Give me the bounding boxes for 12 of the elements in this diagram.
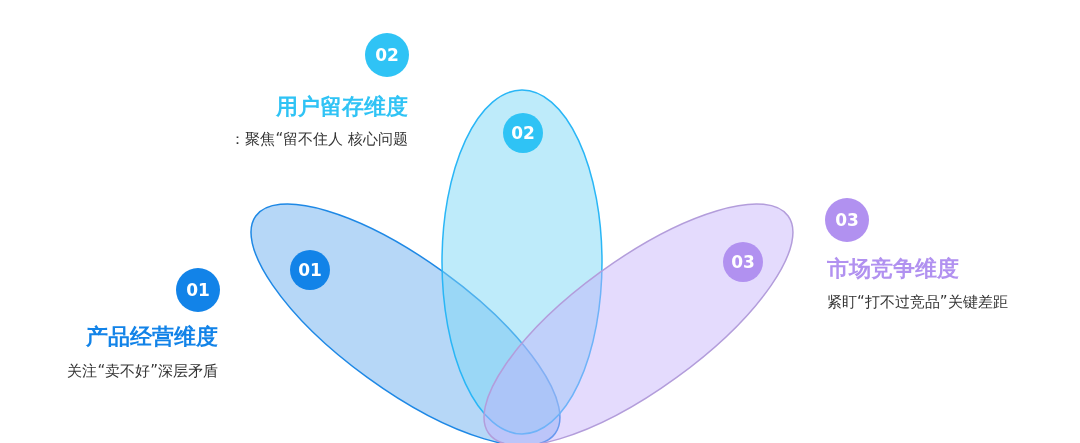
description: 关注“卖不好”深层矛盾 (67, 362, 218, 381)
number-badge: 02 (365, 33, 409, 77)
number-badge: 03 (825, 198, 869, 242)
heading: 用户留存维度 (276, 93, 408, 121)
description: ：聚焦“留不住人 核心问题 (230, 130, 408, 149)
description: 紧盯“打不过竞品”关键差距 (827, 293, 1008, 312)
number-badge: 02 (503, 113, 543, 153)
number-badge: 01 (290, 250, 330, 290)
number-badge: 03 (723, 242, 763, 282)
heading: 市场竞争维度 (827, 255, 959, 283)
heading: 产品经营维度 (86, 323, 218, 351)
number-badge: 01 (176, 268, 220, 312)
